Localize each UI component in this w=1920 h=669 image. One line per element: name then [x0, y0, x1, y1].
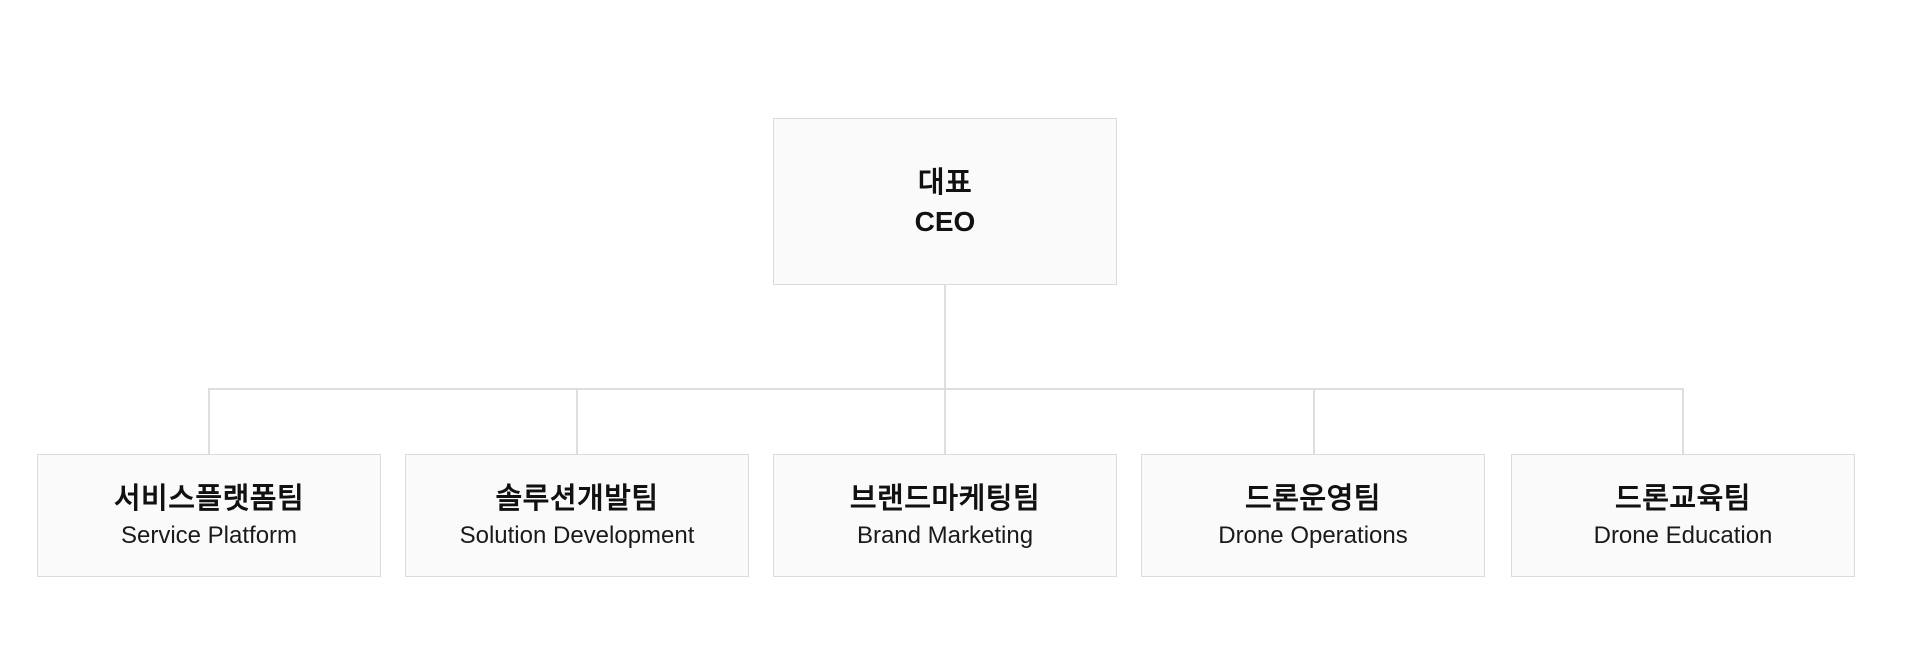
team-title-english: Drone Education — [1593, 522, 1773, 549]
team-title-english: Solution Development — [459, 522, 695, 549]
team-title-korean: 솔루션개발팀 — [495, 483, 659, 515]
team-title-english: Brand Marketing — [856, 522, 1034, 549]
ceo-title-korean: 대표 — [917, 166, 973, 199]
connector-ceo-drop-line — [944, 285, 946, 390]
org-node-service-platform: 서비스플랫폼팀 Service Platform — [37, 454, 381, 577]
ceo-title-english: CEO — [914, 205, 976, 237]
team-title-english: Service Platform — [120, 522, 298, 549]
connector-horizontal-bus-line — [208, 388, 1684, 390]
team-title-korean: 드론운영팀 — [1245, 483, 1381, 515]
connector-drop-line-service-platform — [208, 388, 210, 454]
org-node-drone-operations: 드론운영팀 Drone Operations — [1141, 454, 1485, 577]
team-title-korean: 드론교육팀 — [1615, 483, 1751, 515]
org-node-brand-marketing: 브랜드마케팅팀 Brand Marketing — [773, 454, 1117, 577]
connector-drop-line-solution-development — [576, 388, 578, 454]
team-title-korean: 서비스플랫폼팀 — [113, 483, 305, 515]
team-title-korean: 브랜드마케팅팀 — [849, 483, 1041, 515]
connector-drop-line-brand-marketing — [944, 388, 946, 454]
connector-drop-line-drone-operations — [1313, 388, 1315, 454]
connector-drop-line-drone-education — [1682, 388, 1684, 454]
org-node-drone-education: 드론교육팀 Drone Education — [1511, 454, 1855, 577]
org-node-solution-development: 솔루션개발팀 Solution Development — [405, 454, 749, 577]
org-node-ceo: 대표 CEO — [773, 118, 1117, 285]
team-title-english: Drone Operations — [1218, 522, 1408, 549]
